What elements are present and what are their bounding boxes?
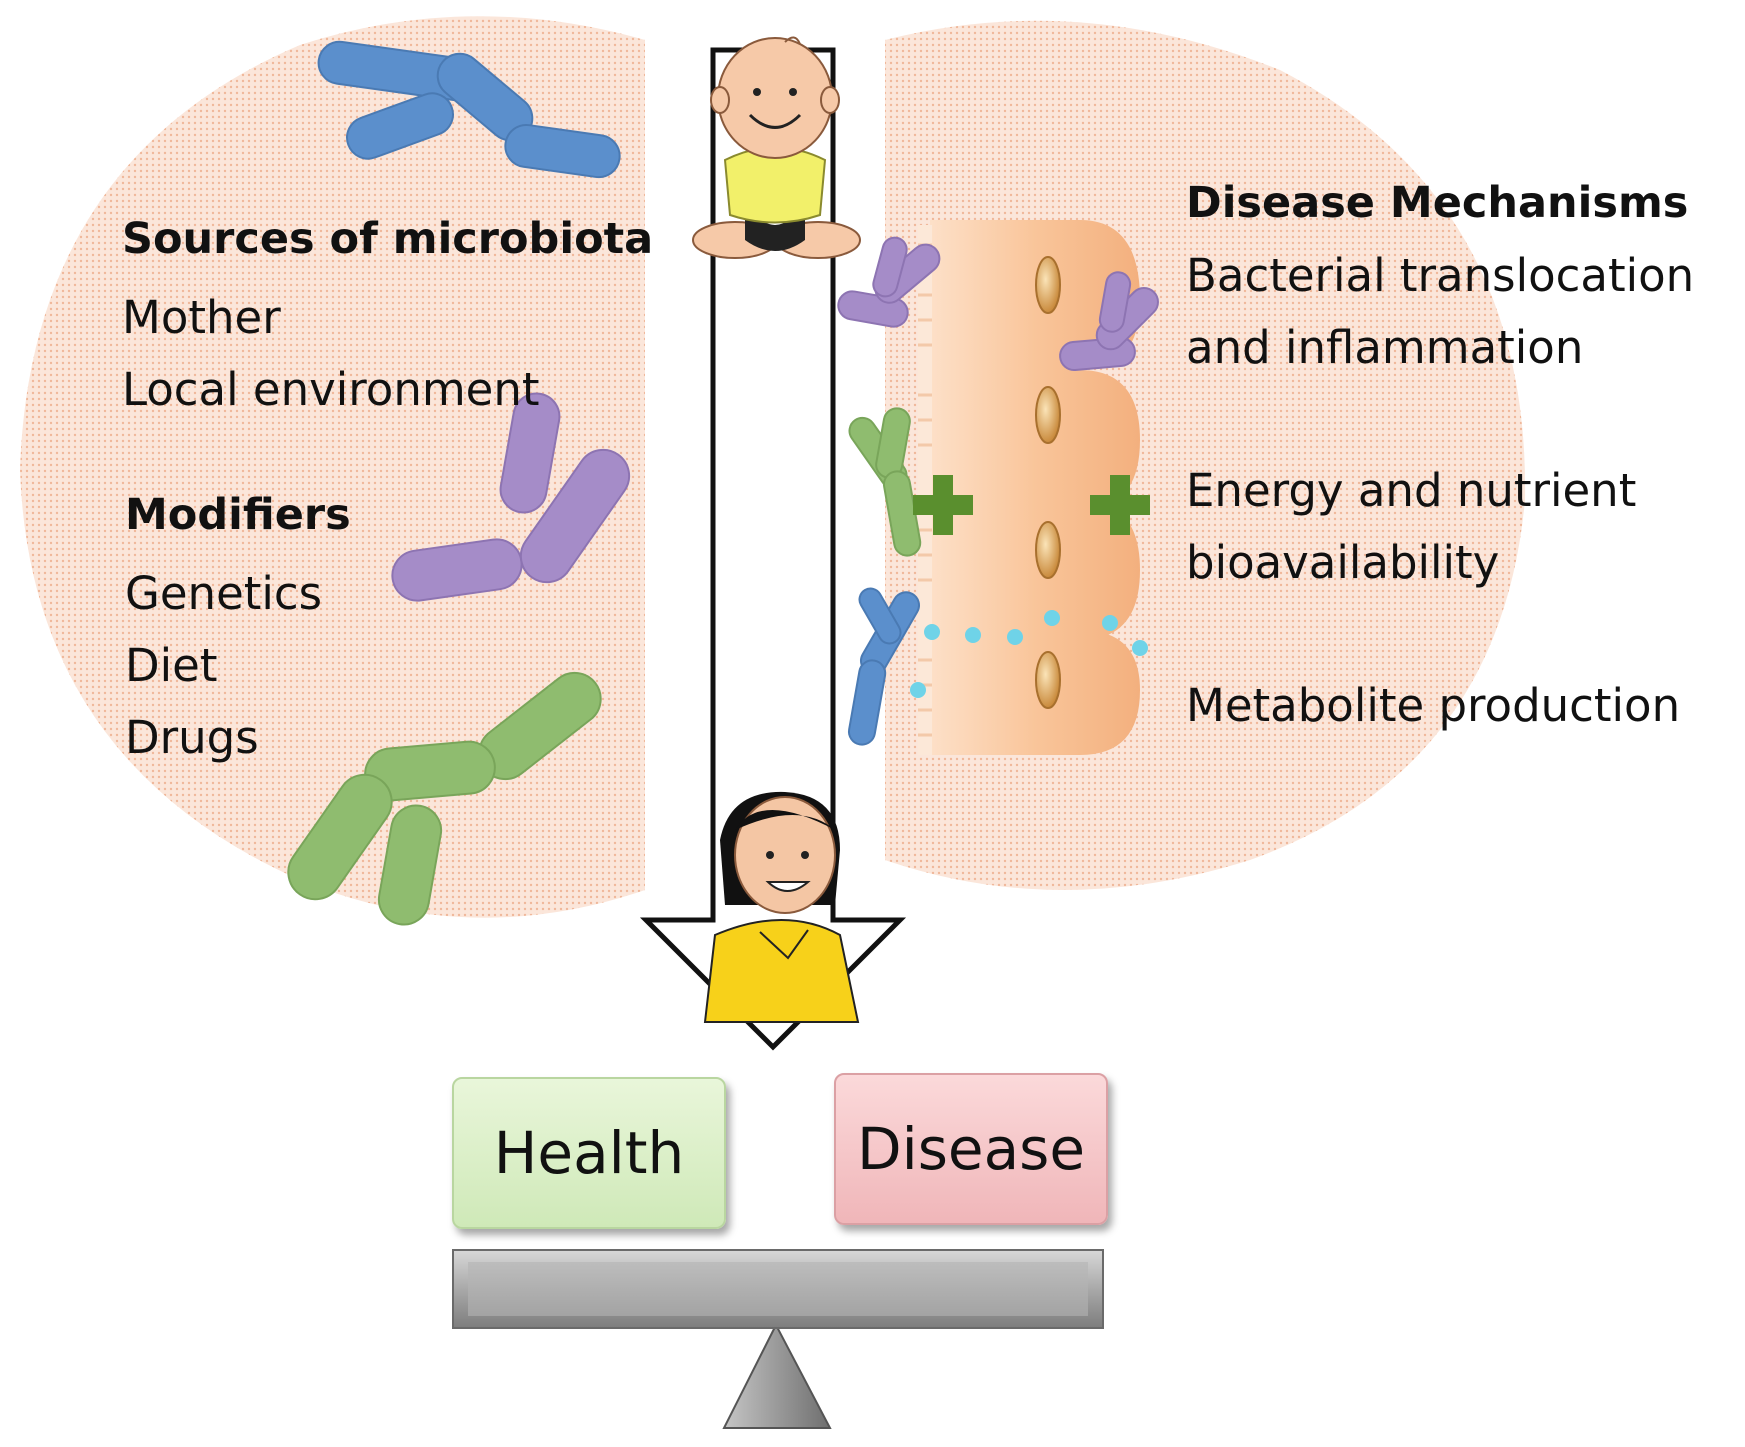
mechanism-2-line2: bioavailability [1186,536,1500,589]
modifiers-heading: Modifiers [125,490,351,540]
sources-heading: Sources of microbiota [122,214,654,264]
bacteria-blue-small-icon [847,587,920,746]
health-box: Health [452,1077,726,1229]
left-background-blob [20,16,645,918]
modifiers-item-diet: Diet [125,639,218,692]
mechanism-3-line1: Metabolite production [1186,679,1681,732]
mechanism-1-line2: and inflammation [1186,321,1584,374]
metabolite-dots-icon [910,610,1148,698]
bacteria-green-icon [287,671,602,926]
mechanism-1-line1: Bacterial translocation [1186,249,1695,302]
disease-mechanisms-heading: Disease Mechanisms [1186,178,1689,228]
bacteria-green-small-icon [848,407,922,557]
baby-icon [692,36,861,259]
bacteria-blue-icon [317,40,621,179]
modifiers-item-drugs: Drugs [125,711,259,764]
sources-item-mother: Mother [122,291,281,344]
mechanism-2-line1: Energy and nutrient [1186,464,1637,517]
balance-scale-icon [452,1249,1104,1429]
bacteria-purple-icon [391,392,631,602]
epithelial-cell-icon [918,220,1140,755]
child-icon [703,791,860,1023]
bacteria-purple-small-icon [837,236,1159,372]
modifiers-item-genetics: Genetics [125,567,323,620]
health-label: Health [493,1119,685,1187]
plus-icon [913,475,1150,535]
disease-box: Disease [834,1073,1108,1225]
sources-item-local-environment: Local environment [122,363,540,416]
disease-label: Disease [856,1115,1086,1183]
